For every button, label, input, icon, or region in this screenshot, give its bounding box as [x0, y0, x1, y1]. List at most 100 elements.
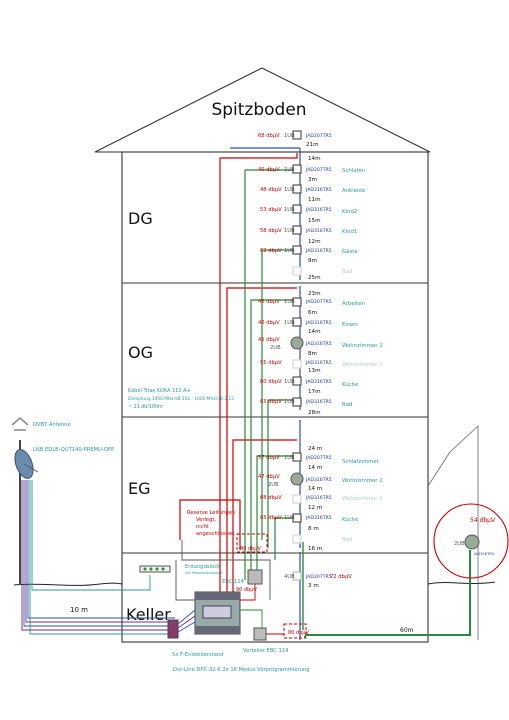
label-text: 40 dbµV [258, 167, 280, 173]
label-text: 2UB [454, 541, 465, 547]
antenna-group: DVBT Antenne LNB EDLB-QUT140-PREMU-OPP [11, 417, 114, 585]
label-text: 58 dbµV [260, 228, 282, 234]
attic-label: Spitzboden [211, 100, 306, 120]
label-text: 90 dbµV [240, 546, 261, 552]
label-text: 17m [308, 389, 321, 395]
dashed-box-90 [236, 533, 268, 553]
label-text: Ankleide [342, 188, 366, 194]
label-text: JAD207TR5 [305, 299, 332, 305]
room-row: 13m 60 dbµV 1UB JAD316TR5 Küche [260, 368, 359, 388]
grounding-block [139, 565, 171, 573]
label-text: 1UB [284, 167, 295, 173]
length-10m: 10 m [70, 606, 88, 614]
label-text: 1UB [284, 399, 295, 405]
room-row: 12 m 65 dbµV 1UB JAD316TR5 Küche [260, 505, 359, 523]
label-text: 45 dbµV [258, 337, 280, 343]
label-text: Wohnzimmer 2 [342, 343, 383, 349]
label-text: 1UB [284, 228, 295, 234]
label-text: Wohnzimmer 1 [342, 496, 383, 502]
label-text: 1UB [284, 455, 295, 461]
garage-cable [304, 550, 471, 638]
label-text: 46 dbµV [258, 299, 280, 305]
label-text: 68 dbµV [260, 495, 282, 501]
length-60m: 60m [400, 627, 414, 634]
label-text: JAD207TR5 [305, 167, 332, 173]
label-text: 1UB [284, 248, 295, 254]
cable-info: Kabel Triax KOKA 110 A+ Dämpfung 1000 MH… [128, 388, 234, 410]
label-text: DVBT Antenne [33, 422, 71, 428]
label-text: 14m [308, 329, 321, 335]
label-text: Wohnzimmer 2 [342, 478, 383, 484]
room-row: 12m 62 dbµV 1UB JAD316TR5 Gäste [260, 239, 358, 255]
label-text: Schlafen [342, 168, 365, 174]
label-text: Dämpfung 1000 MHz/dB 202 - 1600 MHz/dB 2… [128, 396, 234, 402]
label-text: 8m [308, 351, 317, 357]
room-row: 16 m [308, 546, 322, 552]
label-text: JAD316TR5 [305, 248, 332, 254]
label-text: 23m [308, 291, 321, 297]
label-text: 21m [306, 142, 319, 148]
label-text: 1UB [284, 515, 295, 521]
label-text: JAD316TR5 [305, 399, 332, 405]
room-row: 6m 46 dbµV 1UB JAD316TR5 Essen [258, 310, 358, 328]
label-text: Erdungsblock [185, 564, 220, 570]
room-row: 25m [308, 275, 321, 281]
label-text: 68 dbµV [258, 133, 280, 139]
label-text: JAD316TR5 [305, 477, 332, 483]
garage-socket-icon [464, 534, 480, 550]
label-text: Bad [342, 402, 352, 408]
label-text: Reserve Leitungen [187, 510, 235, 516]
label-text: EBC 114 [222, 579, 245, 585]
label-text: 1UB [284, 207, 295, 213]
label-text: 12 m [308, 505, 322, 511]
label-text: Kind1 [342, 229, 357, 235]
reserve-note: Reserve Leitungen Verlegt, nicht angesch… [187, 510, 235, 537]
label-text: 11m [308, 197, 321, 203]
label-text: mit Potentialausgleich [185, 571, 223, 575]
floor-label-og: OG [128, 343, 153, 362]
label-text: 28m [308, 410, 321, 416]
label-text: JAD316TR5 [305, 360, 332, 366]
label-text: Verlegt, [196, 517, 216, 523]
label-text: 47 dbµV [258, 474, 280, 480]
label-text: 8 m [308, 526, 319, 532]
label-text: 3m [308, 177, 317, 183]
label-text: 1UB [284, 320, 295, 326]
label-text: Bad [342, 269, 352, 275]
label-text: 65 dbµV [260, 515, 282, 521]
label-text: JAD207TR5 [305, 574, 332, 580]
label-text: Gäste [342, 249, 358, 255]
label-text: 57 dbµV [258, 455, 280, 461]
room-row: 9m Bad [308, 258, 352, 275]
room-row: 14 m 47 dbµV 2UB JAD316TR5 Wohnzimmer 2 [258, 465, 383, 488]
label-text: 48 dbµV [260, 187, 282, 193]
room-row: 8 m Bad [308, 526, 352, 543]
label-text: JAD207TR5 [305, 133, 332, 139]
label-text: 62 dbµV [260, 248, 282, 254]
feed-cables [21, 480, 175, 635]
label-text: 24 m [308, 446, 322, 452]
label-text: ~ 21 db/100m [128, 404, 163, 410]
label-text: JAD316TR5 [473, 552, 494, 556]
label-text: 13m [308, 368, 321, 374]
label-text: JAD316TR5 [305, 228, 332, 234]
terminator-block [167, 619, 179, 639]
dashed-box-80 [283, 623, 307, 639]
label-text: 1UB [284, 133, 295, 139]
room-row: 17m 65 dbµV 1UB JAD316TR5 Bad [260, 389, 352, 408]
label-text: 14 m [308, 465, 322, 471]
label-text: 16 m [308, 546, 322, 552]
label-text: Kind2 [342, 209, 357, 215]
label-text: 12m [308, 239, 321, 245]
label-text: 1UB [284, 379, 295, 385]
label-text: 90 dbµV [236, 587, 257, 593]
ebc114-splitter-top [247, 569, 263, 585]
label-text: JAD316TR5 [305, 207, 332, 213]
room-row: 14 m 68 dbµV JAD316TR5 Wohnzimmer 1 [260, 486, 383, 502]
label-text: Wohnzimmer 1 [342, 362, 383, 368]
label-text: 6m [308, 310, 317, 316]
floor-label-dg: DG [128, 209, 153, 228]
room-row: 68 dbµV 1UB JAD207TR5 21m [258, 133, 332, 148]
label-text: 2UB [268, 482, 279, 488]
label-text: nicht [196, 524, 209, 530]
